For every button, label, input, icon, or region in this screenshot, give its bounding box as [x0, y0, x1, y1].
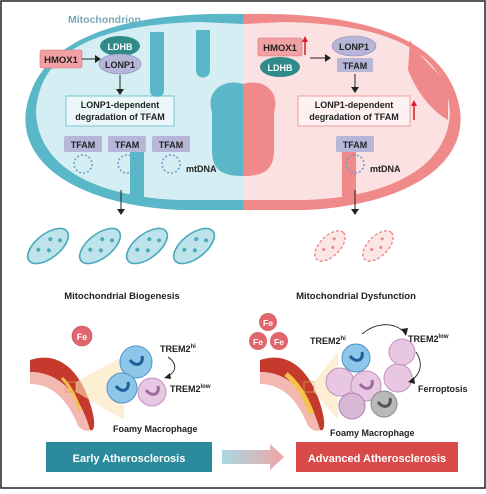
right-lonp1-label: LONP1 — [339, 42, 369, 52]
right-trem2-transition-arrow — [361, 324, 405, 335]
early-lesion-panel: Fe TREM2hi TREM2low Foamy Macrophage — [30, 325, 211, 434]
right-hmox1-up-arrowhead — [302, 36, 308, 42]
right-fe-circle-2 — [249, 332, 267, 350]
left-lonp1-oval — [98, 53, 142, 75]
progression-arrow — [222, 444, 284, 470]
right-outcome-label: Mitochondrial Dysfunction — [296, 291, 416, 302]
left-ldhb-label: LDHB — [108, 42, 133, 52]
right-fe-circle-3 — [270, 332, 288, 350]
left-trem2-hi-macrophage-2 — [106, 372, 138, 404]
right-trem2-hi-label: TREM2hi — [310, 336, 346, 346]
early-stage-banner — [46, 442, 212, 472]
right-tfam-top-label: TFAM — [343, 61, 368, 71]
advanced-stage-label: Advanced Atherosclerosis — [308, 453, 446, 465]
advanced-stage-banner — [296, 442, 458, 472]
left-outcome-arrowhead — [117, 209, 125, 215]
left-lonp1-arrowhead — [116, 89, 124, 95]
right-outcome-arrowhead — [351, 209, 359, 215]
left-outcome-label: Mitochondrial Biogenesis — [64, 291, 180, 302]
early-stage-label: Early Atherosclerosis — [73, 453, 186, 465]
right-mtdna-circle — [345, 154, 365, 174]
right-ldhb-oval — [260, 57, 300, 77]
left-tfam-box-1 — [64, 136, 102, 152]
left-degradation-line1: LONP1-dependent — [81, 100, 160, 110]
left-tfam-box-3 — [152, 136, 190, 152]
right-macrophage-cluster — [325, 338, 416, 420]
right-tfam-bottom-label: TFAM — [343, 140, 368, 150]
right-hmox1-arrowhead — [325, 54, 331, 62]
right-tfam-top-box — [337, 58, 373, 72]
left-zoom-cone — [76, 356, 124, 420]
right-zoom-cone — [314, 352, 338, 420]
left-pathway: HMOX1 LDHB LONP1 LONP1-dependent degrada… — [39, 36, 217, 174]
left-crista-2 — [196, 30, 210, 78]
right-foamy-macrophage-label: Foamy Macrophage — [330, 428, 415, 438]
left-degradation-box — [65, 95, 175, 127]
right-degradation-up-arrowhead — [411, 100, 417, 106]
advanced-lesion-panel: Fe Fe Fe TREM2hi TREM2low Ferrop — [249, 313, 468, 438]
left-ldhb-oval — [100, 36, 140, 56]
right-trem2-low-label: TREM2low — [408, 334, 449, 344]
right-artery-wall — [260, 357, 325, 431]
dysfunctional-mitochondria-icons — [314, 230, 394, 262]
right-ferroptosis-arrowhead — [408, 377, 415, 384]
left-mtdna-circle-3 — [161, 154, 181, 174]
dysfunctional-mito-icon-2 — [362, 230, 394, 262]
left-trem2-transition-arrowhead — [164, 373, 171, 379]
dysfunctional-mito-icon-1 — [314, 230, 346, 262]
left-fe-label: Fe — [77, 332, 88, 342]
left-mtdna-label: mtDNA — [186, 164, 217, 174]
left-tfam-box-2 — [108, 136, 146, 152]
right-pathway: HMOX1 LDHB LONP1 TFAM LONP1-dependent de… — [257, 35, 417, 174]
left-fe-circle — [71, 325, 93, 347]
right-degradation-box — [297, 95, 411, 127]
left-tfam-label-2: TFAM — [115, 140, 140, 150]
right-degradation-line1: LONP1-dependent — [315, 100, 394, 110]
healthy-mitochondria-icons — [26, 227, 216, 265]
left-foamy-macrophage-label: Foamy Macrophage — [113, 424, 198, 434]
right-lonp1-oval — [331, 35, 377, 57]
right-mtdna-label: mtDNA — [370, 164, 401, 174]
left-mtdna-circle-1 — [73, 154, 93, 174]
left-hmox1-label: HMOX1 — [44, 55, 79, 66]
right-tfam-bottom-box — [336, 136, 374, 152]
left-lonp1-label: LONP1 — [105, 60, 135, 70]
left-trem2-low-label: TREM2low — [170, 384, 211, 394]
right-fe-circle-1 — [259, 313, 277, 331]
right-trem2-transition-arrowhead — [401, 328, 408, 336]
left-mtdna-circle-2 — [117, 154, 137, 174]
left-degradation-line2: degradation of TFAM — [75, 112, 165, 122]
left-trem2-low-macrophage — [137, 377, 167, 407]
right-fe-label-3: Fe — [274, 337, 284, 347]
right-hmox1-label: HMOX1 — [263, 43, 298, 54]
left-artery-lumen — [30, 372, 90, 431]
left-tfam-label-3: TFAM — [159, 140, 184, 150]
right-fe-label-2: Fe — [253, 337, 263, 347]
right-fe-label-1: Fe — [263, 318, 273, 328]
right-degradation-line2: degradation of TFAM — [309, 112, 399, 122]
right-artery-lumen — [260, 372, 320, 431]
left-plaque — [60, 376, 82, 411]
right-ferroptosis-label: Ferroptosis — [418, 384, 468, 394]
right-hmox1-box — [257, 37, 303, 57]
healthy-mito-icon-2 — [78, 227, 122, 265]
left-tfam-label-1: TFAM — [71, 140, 96, 150]
right-ldhb-label: LDHB — [268, 63, 293, 73]
right-lonp1-arrowhead — [351, 87, 359, 93]
left-trem2-hi-label: TREM2hi — [160, 344, 196, 354]
right-plaque — [284, 372, 315, 415]
mitochondrion-title: Mitochondrion — [68, 14, 141, 26]
healthy-mito-icon-1 — [26, 227, 70, 265]
left-trem2-hi-macrophage-1 — [119, 345, 153, 379]
left-hmox1-arrowhead — [95, 55, 101, 63]
right-crista-2 — [408, 40, 448, 120]
